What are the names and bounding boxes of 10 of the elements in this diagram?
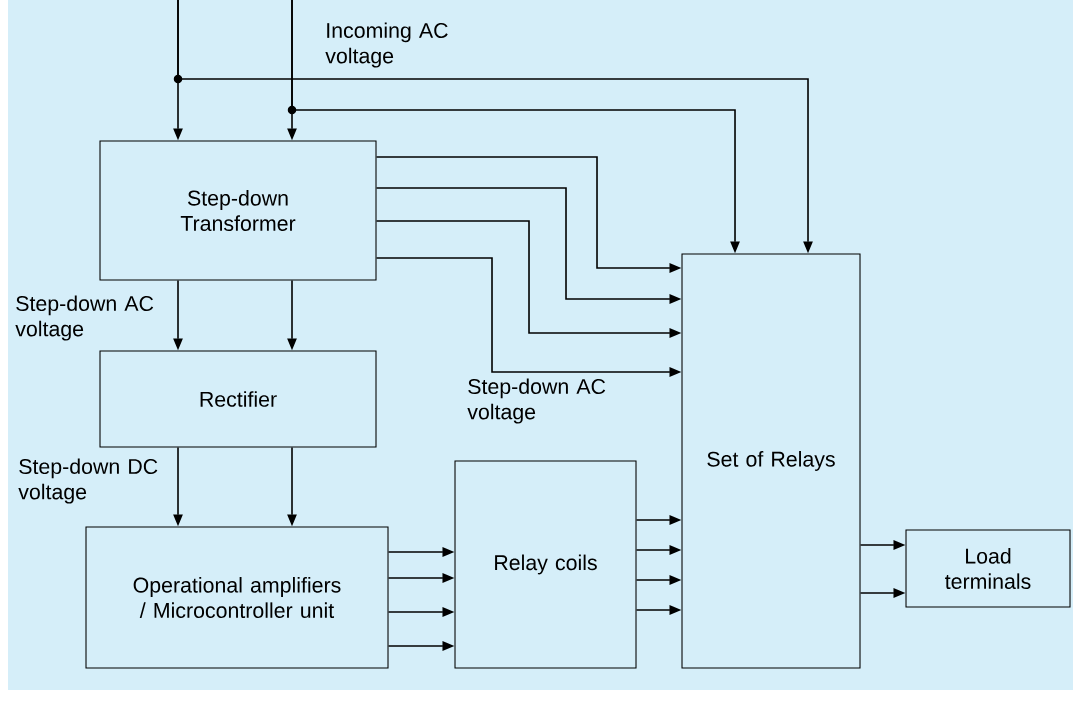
text-label: Step-down AC voltage bbox=[15, 295, 154, 341]
process-box: Set of Relays bbox=[681, 253, 861, 669]
text-label: Step-down AC voltage bbox=[467, 378, 606, 424]
process-box: Load terminals bbox=[905, 529, 1071, 608]
text-label: Incoming AC voltage bbox=[325, 22, 448, 68]
text-label: Step-down DC voltage bbox=[18, 458, 158, 504]
process-box: Relay coils bbox=[454, 460, 637, 669]
process-box: Operational amplifiers / Microcontroller unit bbox=[85, 526, 389, 669]
process-box: Step-down Transformer bbox=[99, 140, 377, 281]
process-box: Rectifier bbox=[99, 350, 377, 448]
